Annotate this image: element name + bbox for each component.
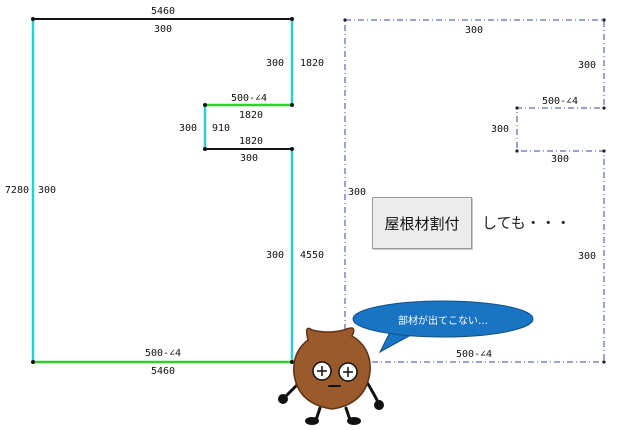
mascot-right-arm-icon <box>366 382 380 404</box>
dim-top-overhang: 300 <box>154 24 172 35</box>
left-plan-dimensions: 5460 300 300 1820 500-∠4 1820 300 910 18… <box>5 6 324 377</box>
action-caption: しても・・・ <box>482 214 571 232</box>
dim-step-lower-overhang: 300 <box>240 153 258 164</box>
dim-right-top-overhang: 300 <box>465 25 483 36</box>
left-plan-vertex <box>31 360 35 364</box>
speech-bubble <box>352 300 534 354</box>
mascot-right-hand-icon <box>374 400 384 410</box>
left-plan-vertex <box>290 103 294 107</box>
left-plan-vertex <box>203 103 207 107</box>
dim-right-step-lower-overhang: 300 <box>551 154 569 165</box>
dim-step-upper-length: 1820 <box>239 110 263 121</box>
right-plan-vertex <box>515 106 519 110</box>
dim-right-upper-overhang: 300 <box>266 58 284 69</box>
dim-right-step-eave: 500-∠4 <box>542 96 578 107</box>
dim-left-length: 7280 <box>5 185 29 196</box>
mascot-right-foot-icon <box>347 417 361 425</box>
mascot-body-icon <box>293 327 371 410</box>
right-plan-vertex <box>602 360 606 364</box>
dim-step-mid-length: 910 <box>212 123 230 134</box>
right-roof-plan <box>343 18 606 364</box>
dim-bottom-eave: 500-∠4 <box>145 348 181 359</box>
dim-right-left-overhang: 300 <box>348 187 366 198</box>
dim-top-length: 5460 <box>151 6 175 17</box>
mascot-left-hand-icon <box>278 394 288 404</box>
left-plan-vertex <box>290 17 294 21</box>
speech-bubble-text: 部材が出てこない… <box>398 315 488 327</box>
right-plan-vertex <box>515 149 519 153</box>
dim-right-lower-overhang: 300 <box>266 250 284 261</box>
right-plan-vertex <box>602 18 606 22</box>
left-plan-vertex <box>290 147 294 151</box>
dim-right-upper-overhang-r: 300 <box>578 60 596 71</box>
dim-step-upper-eave: 500-∠4 <box>231 93 267 104</box>
dim-step-lower-length: 1820 <box>239 136 263 147</box>
mascot-left-foot-icon <box>305 417 319 425</box>
dim-right-lower-length: 4550 <box>300 250 324 261</box>
mascot-left-leg-icon <box>314 406 322 422</box>
right-plan-vertex <box>602 106 606 110</box>
dim-left-overhang: 300 <box>38 185 56 196</box>
roof-material-allocation-button[interactable]: 屋根材割付 <box>372 197 472 249</box>
right-plan-dimensions: 300 300 500-∠4 300 300 300 300 500-∠4 <box>348 25 596 360</box>
mascot-character <box>278 327 384 425</box>
dim-right-step-overhang: 300 <box>491 124 509 135</box>
left-plan-vertex <box>31 17 35 21</box>
mascot-right-leg-icon <box>344 406 352 422</box>
left-plan-vertex <box>290 360 294 364</box>
dim-step-mid-overhang: 300 <box>179 123 197 134</box>
right-plan-vertex <box>602 149 606 153</box>
dim-right-lower-overhang-r: 300 <box>578 251 596 262</box>
left-roof-plan <box>31 17 294 364</box>
dim-right-bottom-eave: 500-∠4 <box>456 349 492 360</box>
dim-bottom-length: 5460 <box>151 366 175 377</box>
dim-right-upper-length: 1820 <box>300 58 324 69</box>
left-plan-vertex <box>203 147 207 151</box>
right-plan-vertex <box>343 18 347 22</box>
speech-bubble-body <box>352 300 534 338</box>
